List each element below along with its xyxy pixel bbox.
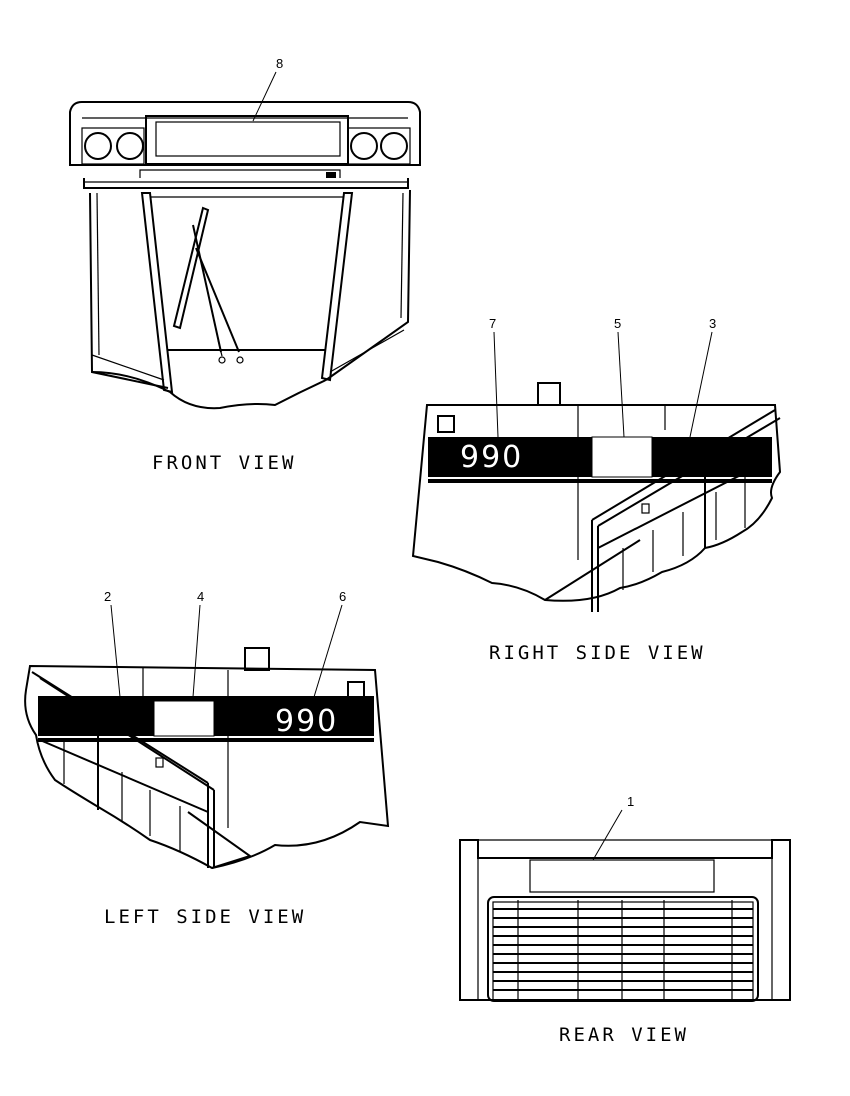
rear-view-title: REAR VIEW bbox=[559, 1024, 689, 1046]
right-side-drawing: 990 bbox=[411, 382, 782, 612]
callout-2-leader bbox=[110, 604, 121, 698]
left-side-view: 990 2 4 6 LEFT SIDE VIEW bbox=[24, 589, 390, 928]
callout-2: 2 bbox=[104, 589, 111, 604]
callout-8: 8 bbox=[276, 56, 283, 71]
callout-7-leader bbox=[493, 331, 499, 438]
callout-5: 5 bbox=[614, 316, 621, 331]
front-view-title: FRONT VIEW bbox=[152, 452, 296, 474]
callout-4: 4 bbox=[197, 589, 204, 604]
callout-6: 6 bbox=[339, 589, 346, 604]
front-view: 8 FRONT VIEW bbox=[69, 56, 421, 474]
callout-7: 7 bbox=[489, 316, 496, 331]
callout-3: 3 bbox=[709, 316, 716, 331]
callout-1-leader bbox=[592, 809, 623, 861]
right-model-decal: 990 bbox=[460, 440, 523, 475]
front-cab-drawing bbox=[69, 101, 421, 410]
left-side-drawing: 990 bbox=[24, 647, 390, 870]
callout-6-leader bbox=[313, 604, 343, 698]
callout-1: 1 bbox=[627, 794, 634, 809]
right-side-view-title: RIGHT SIDE VIEW bbox=[489, 642, 706, 664]
callout-4-leader bbox=[192, 604, 201, 698]
rear-view: 1 REAR VIEW bbox=[459, 794, 791, 1046]
callout-8-leader bbox=[252, 71, 277, 122]
left-side-view-title: LEFT SIDE VIEW bbox=[104, 906, 306, 928]
rear-grille-bars bbox=[493, 900, 753, 1000]
right-side-view: 990 7 5 3 RIGHT SIDE VIEW bbox=[411, 316, 782, 664]
callout-3-leader bbox=[689, 331, 713, 438]
left-model-decal: 990 bbox=[275, 704, 338, 739]
callout-5-leader bbox=[617, 331, 625, 438]
rear-drawing bbox=[459, 839, 791, 1002]
